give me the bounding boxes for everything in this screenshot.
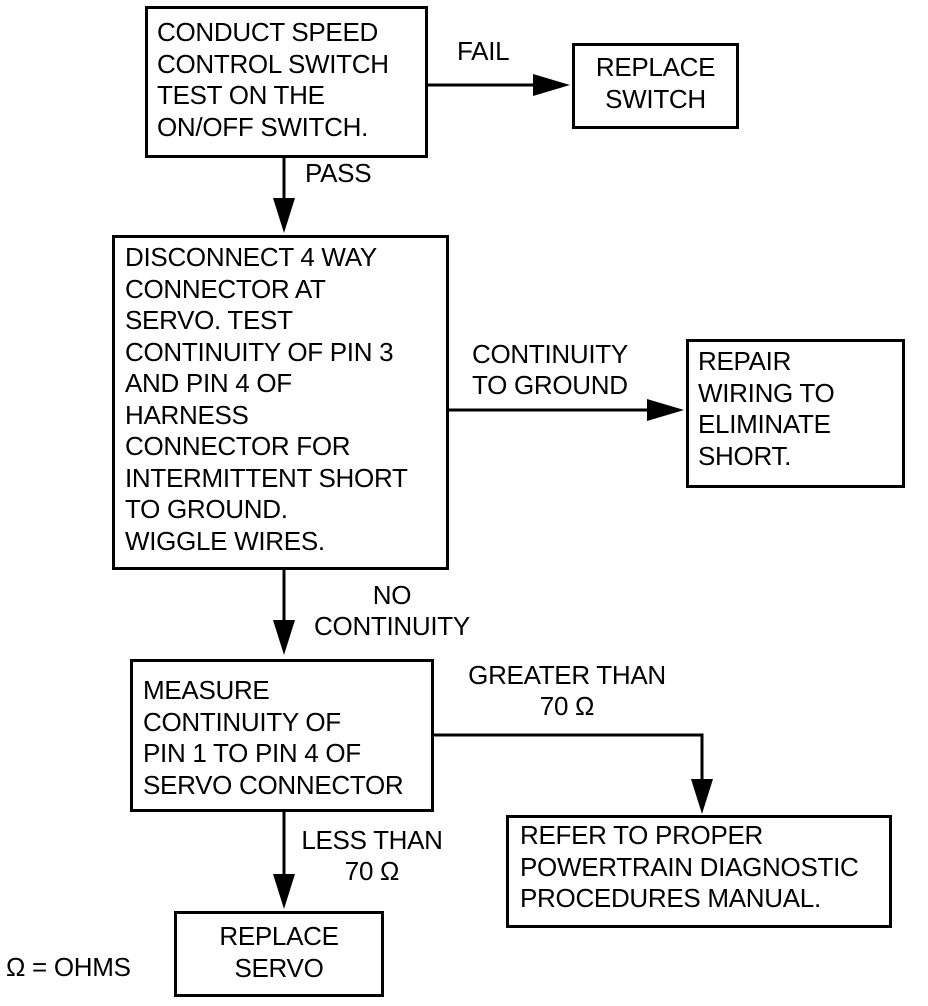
repair-wiring-text: REPAIR WIRING TO ELIMINATE SHORT.	[698, 346, 835, 471]
less-than-arrowhead	[273, 874, 295, 909]
continuity-to-ground-label: CONTINUITY TO GROUND	[472, 339, 628, 400]
no-continuity-arrowhead	[273, 620, 295, 655]
fail-label: FAIL	[457, 36, 510, 66]
greater-than-arrowhead	[691, 779, 713, 814]
pass-arrowhead	[273, 198, 295, 233]
greater-than-label: GREATER THAN 70 Ω	[468, 660, 666, 721]
refer-manual-text: REFER TO PROPER POWERTRAIN DIAGNOSTIC PR…	[520, 820, 859, 913]
speed-switch-test-box	[145, 6, 428, 158]
continuity-to-ground-arrowhead	[647, 399, 684, 421]
repair-wiring-box	[686, 339, 905, 488]
greater-than-line	[432, 733, 704, 790]
less-than-label: LESS THAN 70 Ω	[301, 825, 443, 886]
measure-continuity-text: MEASURE CONTINUITY OF PIN 1 TO PIN 4 OF …	[143, 675, 404, 800]
connector-test-box	[112, 235, 449, 570]
refer-manual-box	[506, 815, 892, 928]
fail-arrowhead	[533, 74, 570, 96]
connector-test-text: DISCONNECT 4 WAY CONNECTOR AT SERVO. TES…	[125, 242, 408, 556]
replace-servo-box	[174, 911, 384, 997]
replace-switch-text: REPLACE SWITCH	[595, 52, 716, 114]
speed-switch-test-text: CONDUCT SPEED CONTROL SWITCH TEST ON THE…	[157, 17, 389, 142]
ohms-legend: Ω = OHMS	[6, 952, 131, 982]
no-continuity-label: NO CONTINUITY	[314, 580, 470, 641]
pass-label: PASS	[305, 158, 372, 188]
measure-continuity-box	[130, 659, 434, 812]
replace-servo-text: REPLACE SERVO	[219, 921, 339, 983]
replace-switch-box	[572, 43, 739, 129]
